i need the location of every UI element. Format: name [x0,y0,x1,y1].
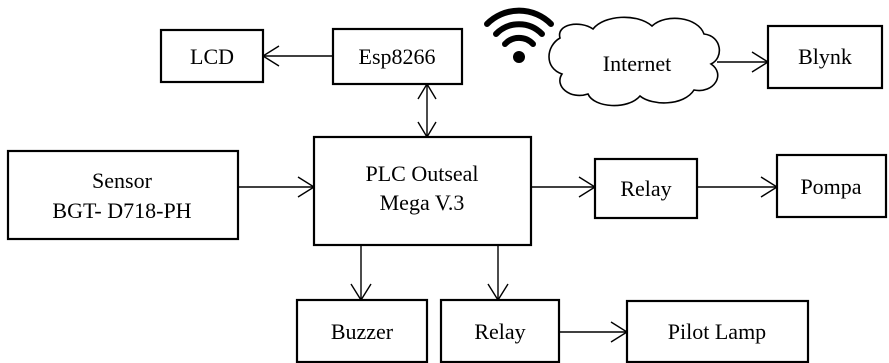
pilot-lamp-label: Pilot Lamp [668,319,766,344]
sensor-label-line1: Sensor [92,168,153,193]
pompa-block: Pompa [775,153,888,219]
pompa-label: Pompa [800,174,861,199]
sensor-block: Sensor BGT- D718-PH [6,149,240,241]
relay-lamp-label: Relay [474,319,525,344]
sensor-label-line2: BGT- D718-PH [52,198,191,223]
buzzer-label: Buzzer [331,319,394,344]
wifi-icon [484,7,554,63]
blynk-label: Blynk [798,44,852,69]
esp8266-block: Esp8266 [331,27,464,86]
relay-lamp-block: Relay [439,298,561,363]
blynk-block: Blynk [766,24,884,90]
lcd-block: LCD [159,28,265,84]
pilot-lamp-block: Pilot Lamp [625,299,810,363]
plc-block: PLC Outseal Mega V.3 [312,135,533,247]
lcd-label: LCD [190,44,234,69]
cloud-icon [548,16,721,107]
relay-pump-label: Relay [620,176,671,201]
buzzer-block: Buzzer [295,298,429,363]
esp8266-label: Esp8266 [359,44,436,69]
internet-cloud: Internet [548,16,721,107]
relay-pump-block: Relay [593,157,699,220]
plc-label-line2: Mega V.3 [380,190,465,215]
internet-label: Internet [603,51,671,76]
plc-label-line1: PLC Outseal [365,161,478,186]
